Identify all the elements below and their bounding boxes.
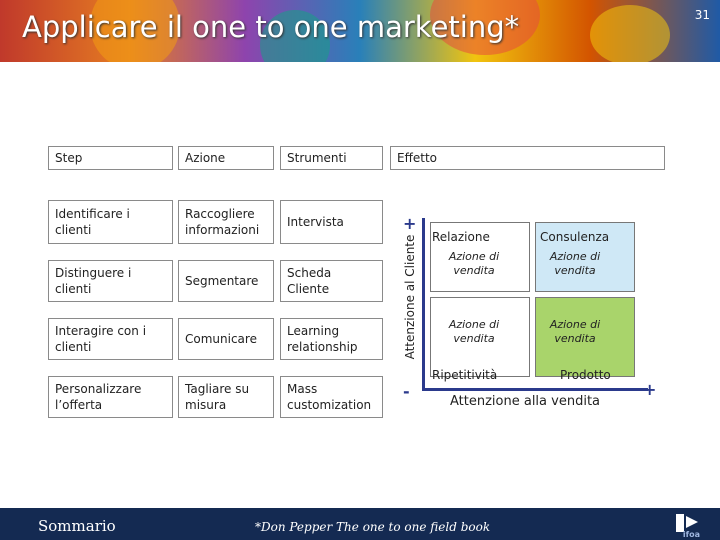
quadrant-label-consulenza: Consulenza <box>540 230 610 244</box>
table-cell-step: Identificare i clienti <box>48 200 173 244</box>
quadrant-label-prodotto: Prodotto <box>560 368 611 382</box>
slide-number: 31 <box>694 8 710 22</box>
table-cell-azione: Tagliare su misura <box>178 376 274 418</box>
quadrant-relazione <box>430 222 530 292</box>
banner-decoration <box>90 0 180 62</box>
page-title: Applicare il one to one marketing* <box>22 10 520 44</box>
table-cell-azione: Comunicare <box>178 318 274 360</box>
x-axis-plus: + <box>643 380 657 399</box>
sommario-link[interactable]: Sommario <box>38 517 116 535</box>
quadrant-ripetitivita <box>430 297 530 377</box>
banner-decoration <box>260 10 330 62</box>
y-axis-label: Attenzione al Cliente <box>403 234 417 360</box>
action-label: Azione di vendita <box>448 318 500 345</box>
table-cell-strumenti: Mass customization <box>280 376 383 418</box>
table-cell-step: Interagire con i clienti <box>48 318 173 360</box>
banner-decoration <box>590 5 670 62</box>
table-cell-strumenti: Intervista <box>280 200 383 244</box>
y-axis <box>422 218 425 390</box>
table-cell-step: Distinguere i clienti <box>48 260 173 302</box>
table-cell-strumenti: Learning relationship <box>280 318 383 360</box>
quadrant-consulenza <box>535 222 635 292</box>
action-label: Azione di vendita <box>549 250 601 277</box>
attention-matrix: Attenzione al Cliente + - + Relazione Co… <box>385 200 657 415</box>
action-label: Azione di vendita <box>549 318 601 345</box>
quadrant-label-ripetitivita: Ripetitività <box>432 368 498 382</box>
origin-minus: - <box>403 382 410 401</box>
logo-text: ifoa <box>682 530 700 539</box>
table-cell-azione: Raccogliere informazioni <box>178 200 274 244</box>
quadrant-label-relazione: Relazione <box>432 230 490 244</box>
action-label: Azione di vendita <box>448 250 500 277</box>
table-cell-strumenti: Scheda Cliente <box>280 260 383 302</box>
column-header-azione: Azione <box>178 146 274 170</box>
y-axis-plus: + <box>403 214 417 233</box>
footnote: *Don Pepper The one to one field book <box>255 520 491 534</box>
title-banner: Applicare il one to one marketing* 31 <box>0 0 720 62</box>
table-cell-azione: Segmentare <box>178 260 274 302</box>
column-header-step: Step <box>48 146 173 170</box>
column-header-effetto: Effetto <box>390 146 665 170</box>
ifoa-logo-icon <box>676 514 698 532</box>
quadrant-prodotto <box>535 297 635 377</box>
column-header-strumenti: Strumenti <box>280 146 383 170</box>
footer-bar: Sommario *Don Pepper The one to one fiel… <box>0 508 720 540</box>
x-axis-label: Attenzione alla vendita <box>450 394 601 409</box>
x-axis <box>422 388 648 391</box>
table-cell-step: Personalizzare l’offerta <box>48 376 173 418</box>
